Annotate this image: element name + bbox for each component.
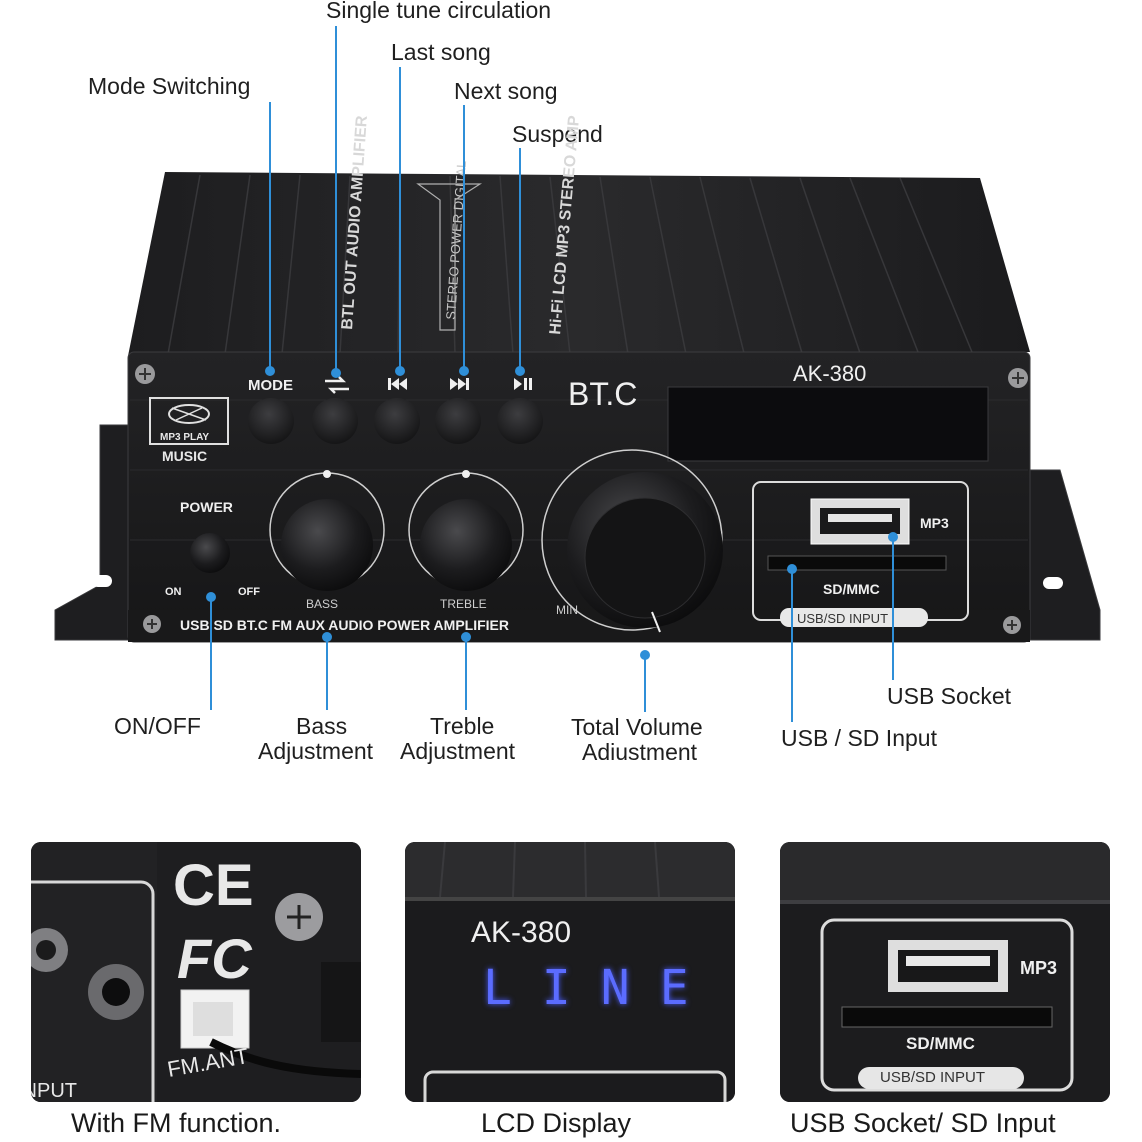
power-label: POWER	[180, 499, 233, 515]
callout-last-song: Last song	[391, 39, 491, 65]
leader-usb-socket	[892, 540, 894, 680]
front-strip-label: USB SD BT.C FM AUX AUDIO POWER AMPLIFIER	[180, 617, 509, 633]
screw-icon	[135, 364, 1028, 634]
on-label: ON	[165, 586, 182, 598]
panel-lcd-image	[405, 842, 735, 1102]
leader-dot	[206, 592, 216, 602]
panel-usb-image	[780, 842, 1110, 1102]
repeat-icon	[325, 376, 349, 394]
model-label: AK-380	[793, 361, 866, 386]
play-pause-icon	[514, 378, 532, 390]
callout-volume-line1: Total Volume	[571, 714, 703, 740]
callout-usb-socket: USB Socket	[887, 683, 1011, 709]
next-button[interactable]	[435, 398, 481, 444]
leader-suspend	[519, 148, 521, 373]
lcd-panel-text: LINE	[483, 960, 719, 1016]
callout-mode-switching: Mode Switching	[88, 73, 251, 99]
usb-sd-input-label: USB/SD INPUT	[797, 611, 888, 626]
panel-usb: MP3 SD/MMC USB/SD INPUT	[780, 842, 1110, 1102]
next-track-icon	[450, 378, 469, 390]
leader-dot	[888, 532, 898, 542]
repeat-button[interactable]	[312, 398, 358, 444]
leader-volume	[644, 658, 646, 712]
treble-knob[interactable]	[420, 499, 512, 591]
usb-panel-input: USB/SD INPUT	[880, 1069, 986, 1086]
bass-knob[interactable]	[281, 499, 373, 591]
treble-knob-label: TREBLE	[440, 597, 487, 611]
leader-dot	[459, 366, 469, 376]
callout-suspend: Suspend	[512, 121, 603, 147]
leader-mode	[269, 102, 271, 372]
mode-button[interactable]	[248, 398, 294, 444]
leader-dot	[515, 366, 525, 376]
min-label: MIN	[556, 603, 578, 617]
lcd-display	[667, 386, 989, 462]
usb-panel-sd-mmc: SD/MMC	[906, 1034, 975, 1053]
callout-next-song: Next song	[454, 78, 558, 104]
leader-dot	[640, 650, 650, 660]
caption-fm: With FM function.	[71, 1108, 282, 1138]
leader-treble	[465, 640, 467, 710]
sd-slot[interactable]	[767, 555, 947, 571]
brand-label: BT.C	[568, 376, 637, 412]
leader-usb-sd	[791, 572, 793, 722]
leader-on-off	[210, 600, 212, 710]
lcd-panel-model: AK-380	[471, 916, 572, 949]
caption-usb: USB Socket/ SD Input	[790, 1108, 1056, 1138]
amplifier-illustration: BTL OUT AUDIO AMPLIFIER STEREO POWER DIG…	[54, 115, 1101, 643]
panel-lcd: AK-380 LINE	[405, 842, 735, 1102]
callout-on-off: ON/OFF	[114, 713, 201, 739]
ce-mark: CE	[173, 853, 254, 918]
off-label: OFF	[238, 586, 260, 598]
callout-volume-line2: Adiustment	[582, 739, 698, 765]
panel-fm-image	[31, 842, 361, 1102]
callout-usb-sd-input: USB / SD Input	[781, 725, 937, 751]
pause-button[interactable]	[497, 398, 543, 444]
leader-dot	[395, 366, 405, 376]
leader-dot	[461, 632, 471, 642]
caption-lcd: LCD Display	[481, 1108, 632, 1138]
callout-treble-line1: Treble	[430, 713, 495, 739]
music-label: MUSIC	[162, 448, 207, 464]
leader-single-tune	[335, 26, 337, 376]
leader-dot	[265, 366, 275, 376]
mp3-play-label: MP3 PLAY	[160, 432, 209, 443]
previous-button[interactable]	[374, 398, 420, 444]
callout-bass-line1: Bass	[296, 713, 348, 739]
bass-knob-label: BASS	[306, 597, 338, 611]
callout-treble-line2: Adjustment	[400, 738, 516, 764]
fc-mark: FC	[177, 927, 252, 990]
mode-label: MODE	[248, 377, 293, 394]
leader-dot	[331, 368, 341, 378]
sd-mmc-label: SD/MMC	[823, 581, 880, 597]
callout-bass-line2: Adjustment	[258, 738, 374, 764]
leader-dot	[322, 632, 332, 642]
mp3-label: MP3	[920, 515, 949, 531]
leader-bass	[326, 640, 328, 710]
leader-dot	[787, 564, 797, 574]
usb-panel-mp3: MP3	[1020, 958, 1058, 978]
previous-track-icon	[388, 378, 407, 390]
panel-fm: CE FC FM.ANT INPUT	[31, 842, 361, 1102]
mp3-disc-icon	[149, 397, 229, 445]
leader-next	[463, 105, 465, 373]
power-knob[interactable]	[190, 533, 230, 573]
callout-single-tune: Single tune circulation	[326, 0, 552, 23]
input-label: INPUT	[31, 1080, 77, 1102]
leader-last	[399, 67, 401, 373]
